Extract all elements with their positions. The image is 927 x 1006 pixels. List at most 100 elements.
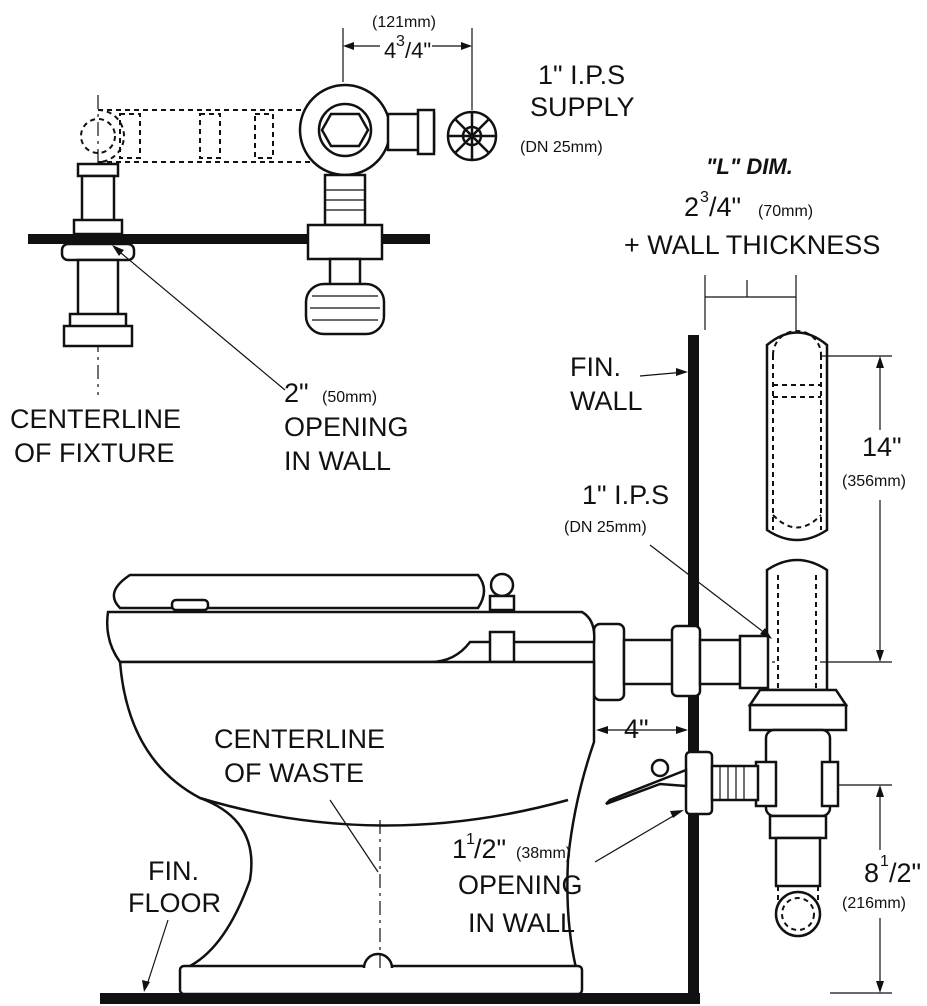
riser-nut-2 [72,218,124,236]
label-dim85-frac: 1 [880,853,889,870]
label-open15-mm: (38mm) [516,845,571,862]
leader-ips-arrow [760,628,772,639]
pipe-nut [738,634,770,690]
vacuum-breaker-neck [328,257,362,287]
fin-floor [100,993,700,1004]
flange-stem [76,258,120,318]
side-view [100,275,892,1004]
label-opening-2-a: 2" [284,378,309,408]
label-top-dim-mm: (121mm) [372,14,436,31]
waste-outlet [362,952,394,969]
label-ips-1: 1" I.P.S [582,480,669,510]
label-fin-wall-2: WALL [570,386,643,416]
pipe-coupling-3 [254,113,274,159]
flushometer-cap [748,703,848,732]
upper-pipe-break [772,514,822,529]
label-dim85-rest: /2" [889,858,921,888]
handle-escutcheon [684,750,714,816]
toilet-lid [112,573,486,610]
seat-bumper [170,598,210,612]
label-open15-rest: /2" [474,834,506,864]
riser-outline-bottom [765,558,829,692]
flush-handle-icon [605,768,688,806]
label-l-mm: (70mm) [758,203,813,220]
label-top-dim-whole: 4 [384,38,396,63]
label-open15-frac: 1 [466,831,475,848]
dim14-arrow-top [876,356,884,368]
label-opening-2-b: OPENING [284,412,409,442]
dim4-arrow-left [596,726,608,734]
label-dim85-whole: 8 [864,858,879,888]
label-dim-14: 14" [862,432,902,462]
leader-fin-floor-arrow [142,980,150,992]
seat-bolt [488,630,516,664]
leader-fin-wall-arrow [676,368,688,376]
riser-pipe [80,174,116,224]
valve-hex-nut [320,112,370,148]
leader-waste [329,799,379,873]
label-ips-2: (DN 25mm) [564,519,647,536]
label-supply-3: (DN 25mm) [520,139,603,156]
label-dim85-mm: (216mm) [842,895,906,912]
toilet-base [178,964,584,996]
label-open15-b: OPENING [458,870,583,900]
riser-inner-dash [777,575,817,690]
flushometer-outlet-nut [768,814,828,840]
label-l-dim: "L" DIM. [706,154,793,179]
vacuum-breaker [304,282,386,336]
label-cl-fixture-2: OF FIXTURE [14,438,175,468]
label-dim-14-mm: (356mm) [842,473,906,490]
pipe-coupling-1 [119,113,141,159]
seat-hinge-knob [489,572,515,598]
flange-top [60,242,136,262]
riser-outline-top [765,331,829,542]
label-fin-floor-1: FIN. [148,856,199,886]
label-supply-2: SUPPLY [530,92,635,122]
bowl-spud-flange [592,622,626,702]
label-fin-wall-1: FIN. [570,352,621,382]
dim85-arrow-bottom [876,981,884,993]
label-open15-whole: 1 [452,834,467,864]
top-view [28,28,498,395]
flushometer-side-nut-r [820,760,840,808]
valve-side-nut [416,108,436,156]
flushometer-outlet [774,836,822,888]
pipe-elbow-top [97,109,125,163]
label-cl-waste-2: OF WASTE [224,758,364,788]
flange-base [62,324,134,348]
top-wall-line [28,234,430,244]
dim14-arrow-bottom [876,650,884,662]
label-fin-floor-2: FLOOR [128,888,221,918]
label-supply-1: 1" I.P.S [538,60,625,90]
flushometer-top [747,688,849,707]
label-opening-2-c: IN WALL [284,446,391,476]
leader-opening-15-arrow [670,810,684,818]
label-cl-waste-1: CENTERLINE [214,724,385,754]
seat-hinge [488,594,516,612]
label-wall-thickness: + WALL THICKNESS [624,230,880,260]
handwheel-spoke-4 [454,118,490,154]
leader-arrow [112,245,124,256]
dim85-arrow-top [876,785,884,797]
leader-2in-opening [114,247,286,391]
tail-elbow-inner [781,897,815,931]
pipe-end-circle [80,118,116,154]
label-l-whole: 2 [684,192,699,222]
label-opening-2-mm: (50mm) [322,389,377,406]
label-l-frac: 3 [700,189,709,206]
label-cl-fixture-1: CENTERLINE [10,404,181,434]
label-dim-4: 4" [624,714,649,744]
dim4-arrow-right [676,726,688,734]
label-top-dim-den: /4" [405,38,431,63]
wall-pipe [698,638,746,686]
leader-fin-floor [145,919,169,989]
label-open15-c: IN WALL [468,908,575,938]
toilet-bowl [118,660,596,970]
label-l-rest: /4" [709,192,741,222]
pipe-coupling-2 [199,113,221,159]
leader-opening-15 [594,811,681,863]
escutcheon [306,223,384,261]
upper-pipe-elbow [772,330,822,356]
